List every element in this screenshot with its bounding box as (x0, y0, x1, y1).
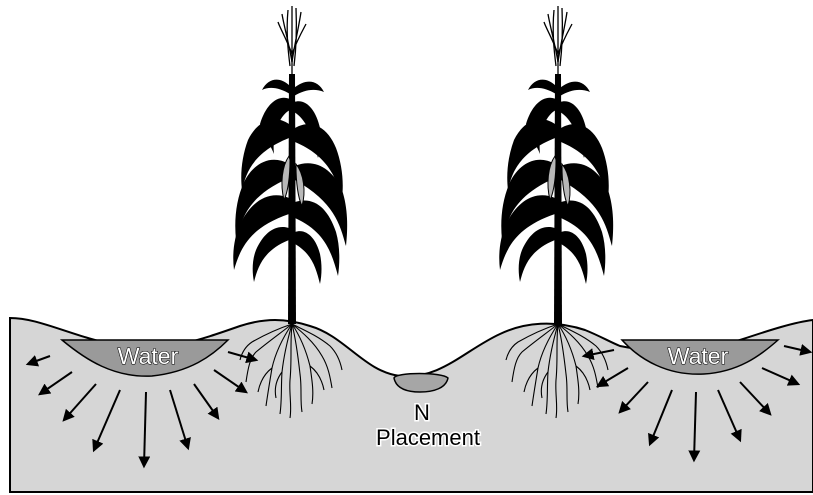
water-label-left: Water (118, 343, 179, 369)
water-label-right: Water (668, 343, 729, 369)
placement-label: Placement (376, 425, 480, 450)
n-label: N (414, 400, 430, 425)
